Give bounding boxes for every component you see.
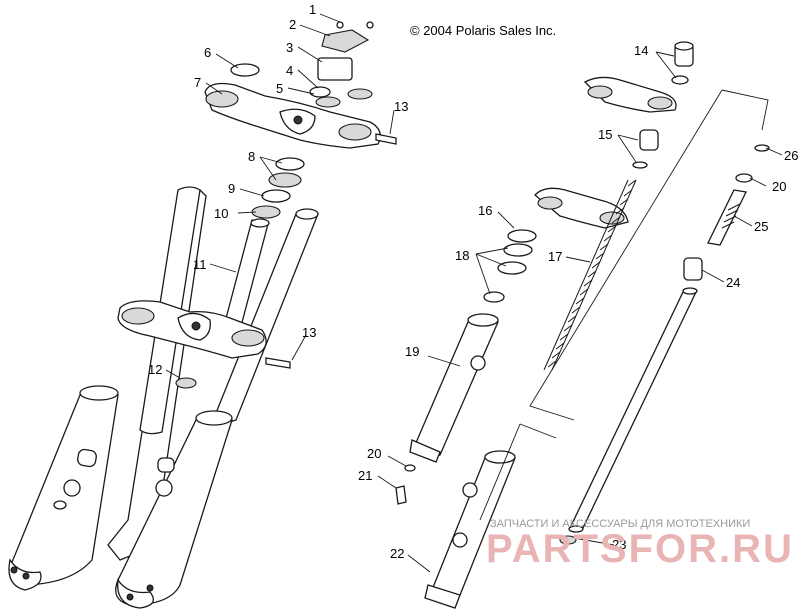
callout-5: 5 (276, 81, 283, 96)
callout-15: 15 (598, 127, 612, 142)
callout-22: 22 (390, 546, 404, 561)
callout-4: 4 (286, 63, 293, 78)
callout-13-upper: 13 (394, 99, 408, 114)
callout-24: 24 (726, 275, 740, 290)
callout-21: 21 (358, 468, 372, 483)
watermark-tagline: ЗАПЧАСТИ И АКСЕССУАРЫ ДЛЯ МОТОТЕХНИКИ (490, 518, 750, 530)
exploded-fork (395, 41, 770, 609)
callout-2: 2 (289, 17, 296, 32)
callout-18: 18 (455, 248, 469, 263)
watermark-logo: ЗАПЧАСТИ И АКСЕССУАРЫ ДЛЯ МОТОТЕХНИКИ PA… (486, 518, 794, 571)
leader-lines (165, 13, 783, 573)
callout-25: 25 (754, 219, 768, 234)
callout-20-right: 20 (772, 179, 786, 194)
callout-6: 6 (204, 45, 211, 60)
callout-26: 26 (784, 148, 798, 163)
callout-17: 17 (548, 249, 562, 264)
callout-19: 19 (405, 344, 419, 359)
callout-20-left: 20 (367, 446, 381, 461)
callout-16: 16 (478, 203, 492, 218)
callout-13-lower: 13 (302, 325, 316, 340)
callout-1: 1 (309, 2, 316, 17)
callout-8: 8 (248, 149, 255, 164)
callout-23: 23 (612, 537, 626, 552)
callout-12: 12 (148, 362, 162, 377)
callout-3: 3 (286, 40, 293, 55)
assembled-fork (8, 21, 397, 609)
callout-14: 14 (634, 43, 648, 58)
callout-7: 7 (194, 75, 201, 90)
spring (543, 179, 637, 371)
callout-9: 9 (228, 181, 235, 196)
callout-10: 10 (214, 206, 228, 221)
copyright-notice: © 2004 Polaris Sales Inc. (410, 23, 556, 38)
watermark-wordmark: PARTSFOR.RU (486, 527, 794, 571)
callout-11: 11 (193, 257, 207, 272)
callouts: 1 2 3 4 5 6 7 8 9 10 11 12 13 13 14 15 1… (148, 2, 798, 561)
